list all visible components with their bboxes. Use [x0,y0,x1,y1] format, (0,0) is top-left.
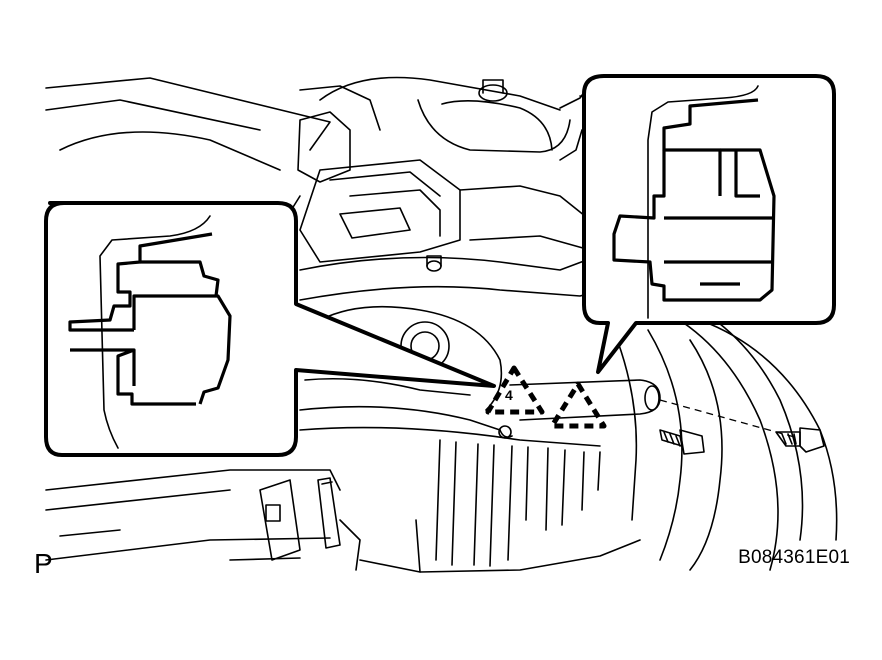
right-detail-callout [582,74,836,374]
figure-id-label: B084361E01 [738,547,850,568]
screw-left [659,429,705,455]
screw-right [775,427,825,453]
left-detail-callout [44,201,496,457]
svg-text:4: 4 [505,387,513,403]
view-code-label: P [34,548,53,579]
clip-marker-left: 4 [485,365,545,415]
engine-bay-linework [45,76,838,573]
clip-marker-right [549,381,607,429]
